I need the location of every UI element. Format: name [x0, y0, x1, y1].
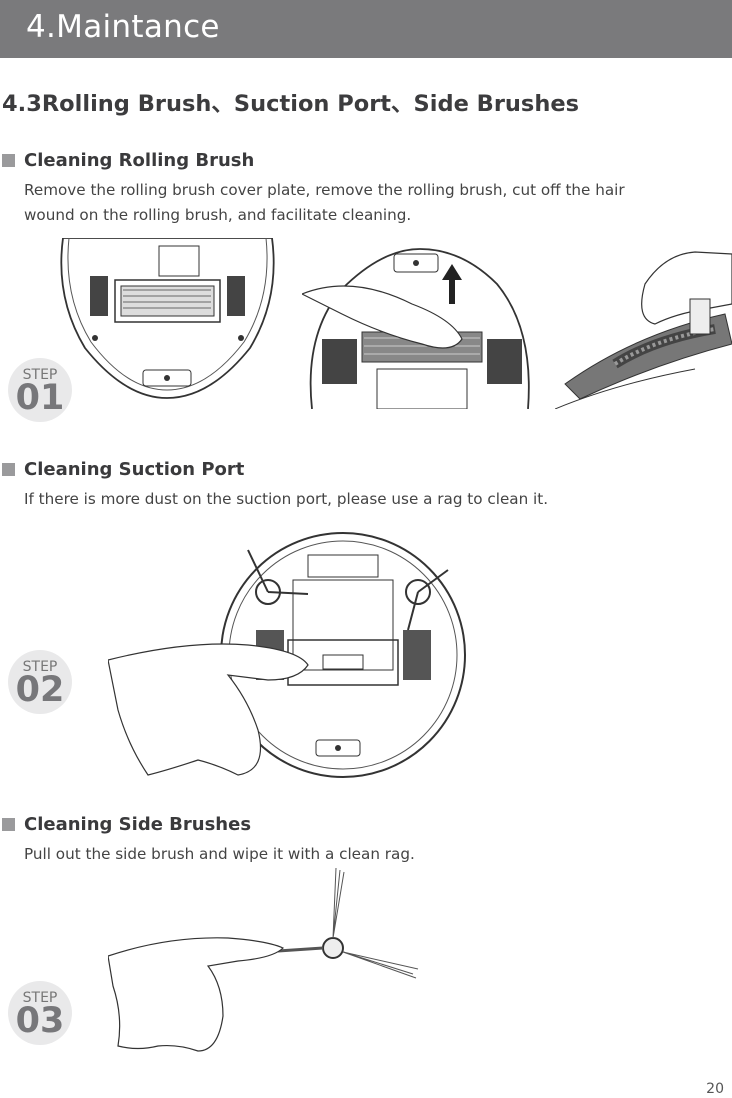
step2-badge-label: STEP [22, 659, 58, 675]
step3-badge-label: STEP [22, 990, 58, 1006]
square-bullet-icon [2, 154, 15, 167]
square-bullet-icon [2, 463, 15, 476]
cut-hair-illustration [555, 251, 732, 409]
step1-text: Remove the rolling brush cover plate, re… [24, 178, 724, 228]
step1-text-line-1: Remove the rolling brush cover plate, re… [24, 181, 625, 199]
step2-badge-number: 02 [15, 670, 65, 710]
step1-badge-number: 01 [15, 378, 65, 418]
step3-text-line-1: Pull out the side brush and wipe it with… [24, 845, 415, 863]
step2-text: If there is more dust on the suction por… [24, 487, 724, 512]
step1-heading-text: Cleaning Rolling Brush [24, 150, 255, 171]
suction-port-illustration [108, 532, 466, 778]
step3-heading: Cleaning Side Brushes [2, 814, 251, 835]
remove-rolling-brush-illustration [302, 248, 530, 409]
step3-badge-number: 03 [15, 1001, 65, 1041]
step2-badge: STEP 02 [8, 650, 72, 714]
header-bar: 4.Maintance [0, 0, 732, 58]
step2-heading: Cleaning Suction Port [2, 459, 244, 480]
step1-heading: Cleaning Rolling Brush [2, 150, 254, 171]
step3-text: Pull out the side brush and wipe it with… [24, 842, 724, 867]
side-brush-illustration [108, 867, 419, 1052]
step3-badge: STEP 03 [8, 981, 72, 1045]
square-bullet-icon [2, 818, 15, 831]
step1-badge: STEP 01 [8, 358, 72, 422]
step2-heading-text: Cleaning Suction Port [24, 459, 245, 480]
page-number: 20 [706, 1081, 724, 1097]
robot-underside-illustration [60, 238, 275, 399]
step1-text-line-2: wound on the rolling brush, and facilita… [24, 206, 412, 224]
step1-badge-label: STEP [22, 367, 58, 383]
chapter-title: 4.Maintance [26, 9, 220, 45]
section-title: 4.3Rolling Brush、Suction Port、Side Brush… [2, 91, 579, 117]
step2-text-line-1: If there is more dust on the suction por… [24, 490, 549, 508]
step3-heading-text: Cleaning Side Brushes [24, 814, 252, 835]
